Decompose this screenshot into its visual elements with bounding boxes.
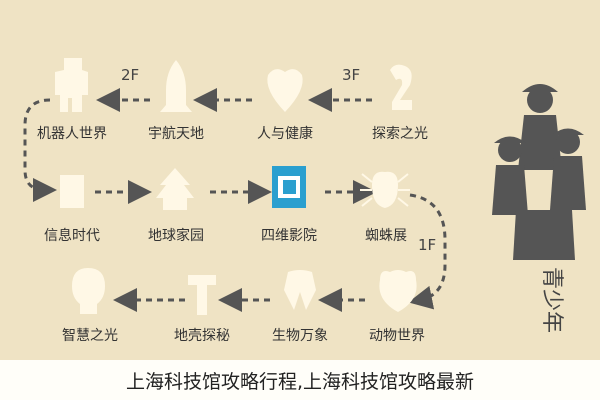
station-earth-home: 地球家园 — [148, 227, 204, 244]
tooth-icon — [284, 270, 316, 310]
station-four-d-cinema: 四维影院 — [261, 228, 317, 244]
floor-label-3f: 3F — [342, 66, 360, 84]
heart-icon — [267, 69, 303, 112]
caption-bar: 上海科技馆攻略行程,上海科技馆攻略最新 — [0, 360, 600, 400]
arrow-4 — [23, 98, 57, 202]
spider-icon — [372, 171, 398, 208]
station-spider-exhibit: 蜘蛛展 — [365, 228, 407, 244]
teen-group-icon — [492, 84, 586, 260]
floor-label-1f: 1F — [418, 236, 436, 254]
station-space-sky: 宇航天地 — [148, 126, 204, 142]
robot-icon — [55, 58, 88, 112]
caption-text: 上海科技馆攻略行程,上海科技馆攻略最新 — [125, 370, 475, 393]
number-2-icon — [390, 64, 412, 110]
teen-label: 青少年 — [539, 267, 564, 333]
floor-label-2f: 2F — [121, 66, 139, 84]
station-info-age: 信息时代 — [44, 227, 100, 244]
station-robot-world: 机器人世界 — [37, 126, 107, 142]
hammer-icon — [188, 275, 216, 315]
bulb-icon — [72, 268, 105, 314]
station-animal-world: 动物世界 — [369, 328, 425, 344]
station-earth-explore: 地壳探秘 — [174, 327, 230, 344]
rocket-icon — [160, 60, 192, 112]
station-explore-light: 探索之光 — [372, 125, 428, 142]
station-human-health: 人与健康 — [257, 125, 313, 142]
cinema-cube-icon — [272, 166, 306, 208]
info-icon — [60, 175, 84, 208]
bear-icon — [379, 270, 417, 312]
station-wisdom-light: 智慧之光 — [62, 328, 118, 344]
station-life-wonders: 生物万象 — [272, 328, 328, 344]
tree-icon — [156, 168, 194, 210]
